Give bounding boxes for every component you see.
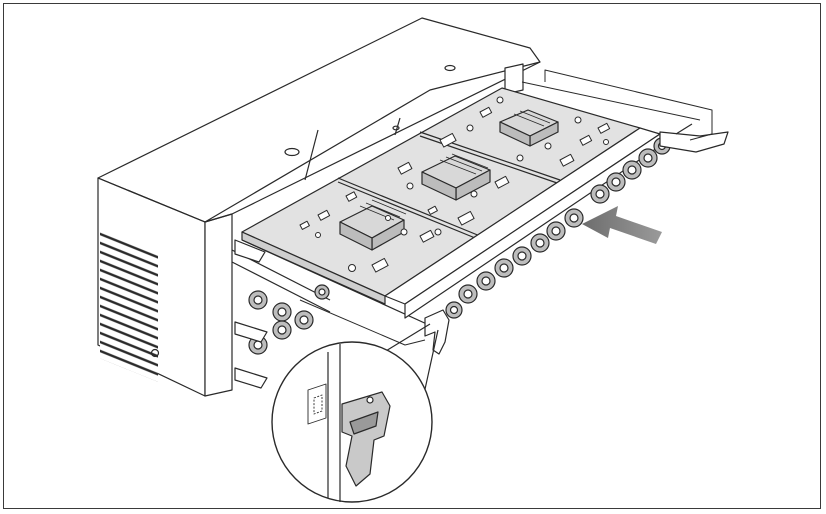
chassis-hole-1 (284, 147, 300, 157)
zoom-callout (271, 323, 439, 503)
board-divider-1 (337, 177, 481, 237)
chassis-front-frame (204, 213, 233, 397)
ejector-lever-rear[interactable] (659, 131, 729, 153)
chassis (97, 17, 541, 397)
board-components (299, 96, 611, 273)
chassis-rear-bracket (504, 63, 524, 95)
chip-module-rear (499, 109, 559, 147)
insert-direction-arrow-icon (582, 206, 662, 244)
chassis-hole-3 (392, 125, 400, 131)
circuit-board (241, 87, 729, 355)
chassis-panel-seam (304, 129, 319, 181)
chip-module-middle (421, 153, 491, 201)
board-edge (241, 231, 386, 305)
chassis-hole-2 (444, 64, 456, 72)
chassis-vents (100, 228, 158, 382)
installed-slot-connectors (231, 239, 331, 389)
chassis-screw (150, 348, 160, 358)
insertion-guide-lines (299, 69, 713, 346)
